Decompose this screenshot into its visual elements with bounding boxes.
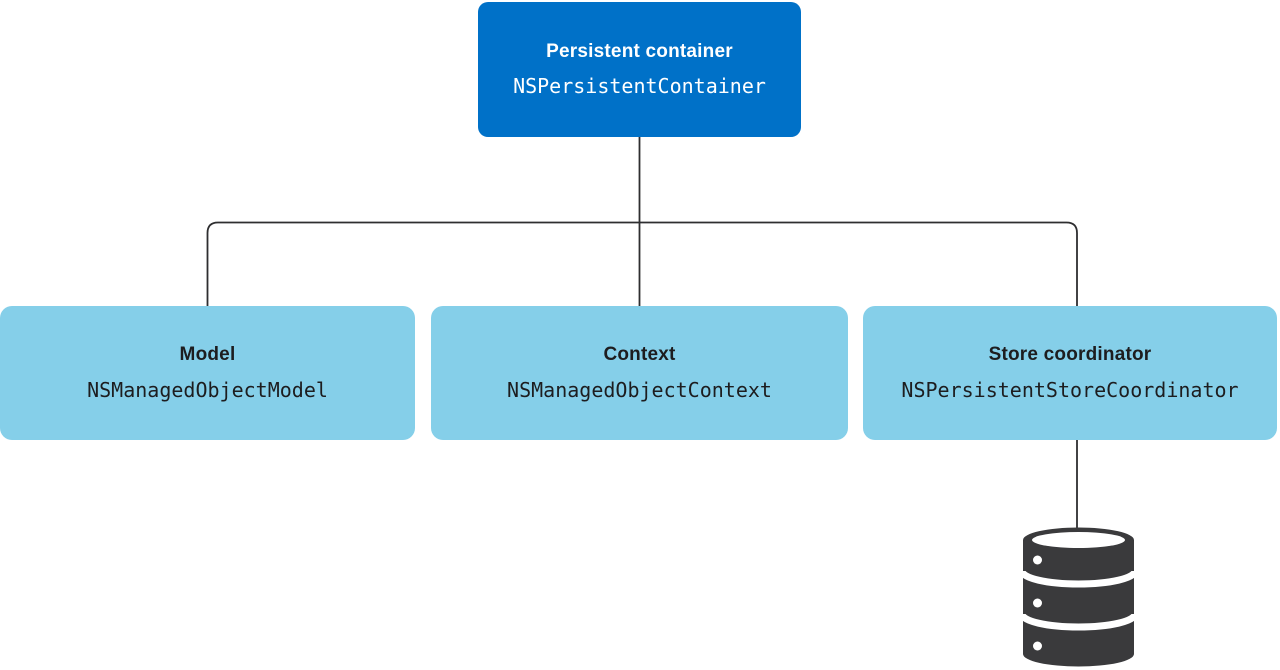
database-icon — [1022, 527, 1135, 667]
node-title: Model — [179, 344, 236, 366]
node-code: NSManagedObjectContext — [507, 377, 772, 402]
model-node: Model NSManagedObjectModel — [0, 306, 415, 440]
node-code: NSPersistentStoreCoordinator — [901, 377, 1239, 402]
store-coordinator-node: Store coordinator NSPersistentStoreCoord… — [863, 306, 1277, 440]
persistent-container-node: Persistent container NSPersistentContain… — [478, 2, 801, 137]
node-title: Store coordinator — [988, 344, 1152, 366]
node-code: NSPersistentContainer — [513, 74, 766, 99]
context-node: Context NSManagedObjectContext — [431, 306, 848, 440]
connector-bracket — [206, 221, 1078, 310]
node-title: Context — [603, 344, 676, 366]
node-title: Persistent container — [546, 40, 733, 62]
node-code: NSManagedObjectModel — [87, 377, 328, 402]
